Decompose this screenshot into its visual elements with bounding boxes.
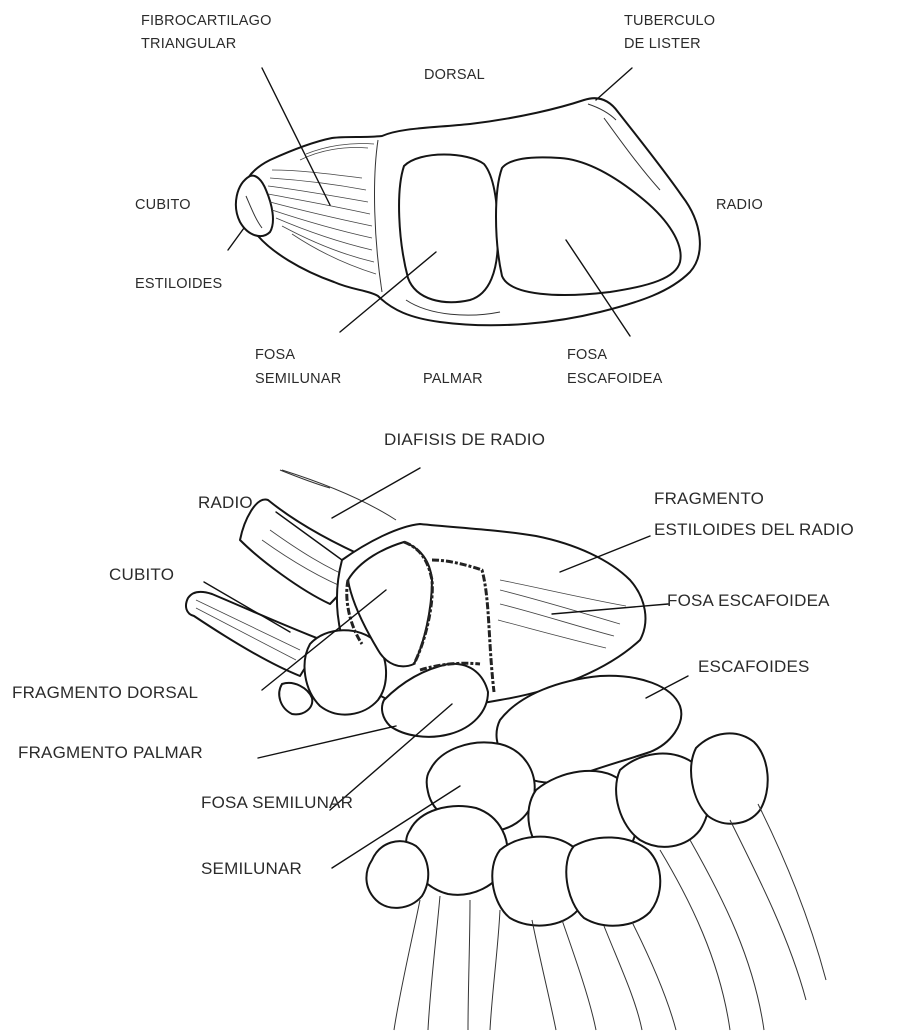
label-palmar: PALMAR <box>423 370 483 389</box>
label-fibrocartilago-line2: TRIANGULAR <box>141 35 236 54</box>
label-fragmento-palmar: FRAGMENTO PALMAR <box>18 742 203 763</box>
label-diafisis-de-radio: DIAFISIS DE RADIO <box>384 429 545 450</box>
label-fragmento-dorsal: FRAGMENTO DORSAL <box>12 682 198 703</box>
label-estiloides: ESTILOIDES <box>135 275 222 294</box>
label-fosa-semilunar-bottom: FOSA SEMILUNAR <box>201 792 353 813</box>
label-fosa-semilunar-line2: SEMILUNAR <box>255 370 341 389</box>
label-fragmento-estiloides-line2: ESTILOIDES DEL RADIO <box>654 519 854 540</box>
label-dorsal: DORSAL <box>424 66 485 85</box>
label-semilunar: SEMILUNAR <box>201 858 302 879</box>
label-fosa-escafoidea-line1: FOSA <box>567 346 607 365</box>
ulna-shaft <box>186 592 322 676</box>
label-fosa-escafoidea-line2: ESCAFOIDEA <box>567 370 662 389</box>
label-cubito-top: CUBITO <box>135 196 191 215</box>
label-fragmento-estiloides-line1: FRAGMENTO <box>654 488 764 509</box>
carpal-bone-5 <box>366 841 428 908</box>
label-radio-top: RADIO <box>716 196 763 215</box>
label-fosa-escafoidea-bottom: FOSA ESCAFOIDEA <box>667 590 830 611</box>
label-escafoides: ESCAFOIDES <box>698 656 810 677</box>
label-radio-bottom: RADIO <box>198 492 253 513</box>
lunate-fossa <box>399 155 498 303</box>
label-tuberculo-line1: TUBERCULO <box>624 12 715 31</box>
label-tuberculo-line2: DE LISTER <box>624 35 701 54</box>
label-fibrocartilago-line1: FIBROCARTILAGO <box>141 12 272 31</box>
carpal-bone-7 <box>566 837 660 925</box>
carpal-bone-3 <box>691 733 768 823</box>
label-cubito-bottom: CUBITO <box>109 564 174 585</box>
radius-articular-surface <box>236 98 700 325</box>
label-fosa-semilunar-line1: FOSA <box>255 346 295 365</box>
fracture-illustration <box>186 470 826 1030</box>
